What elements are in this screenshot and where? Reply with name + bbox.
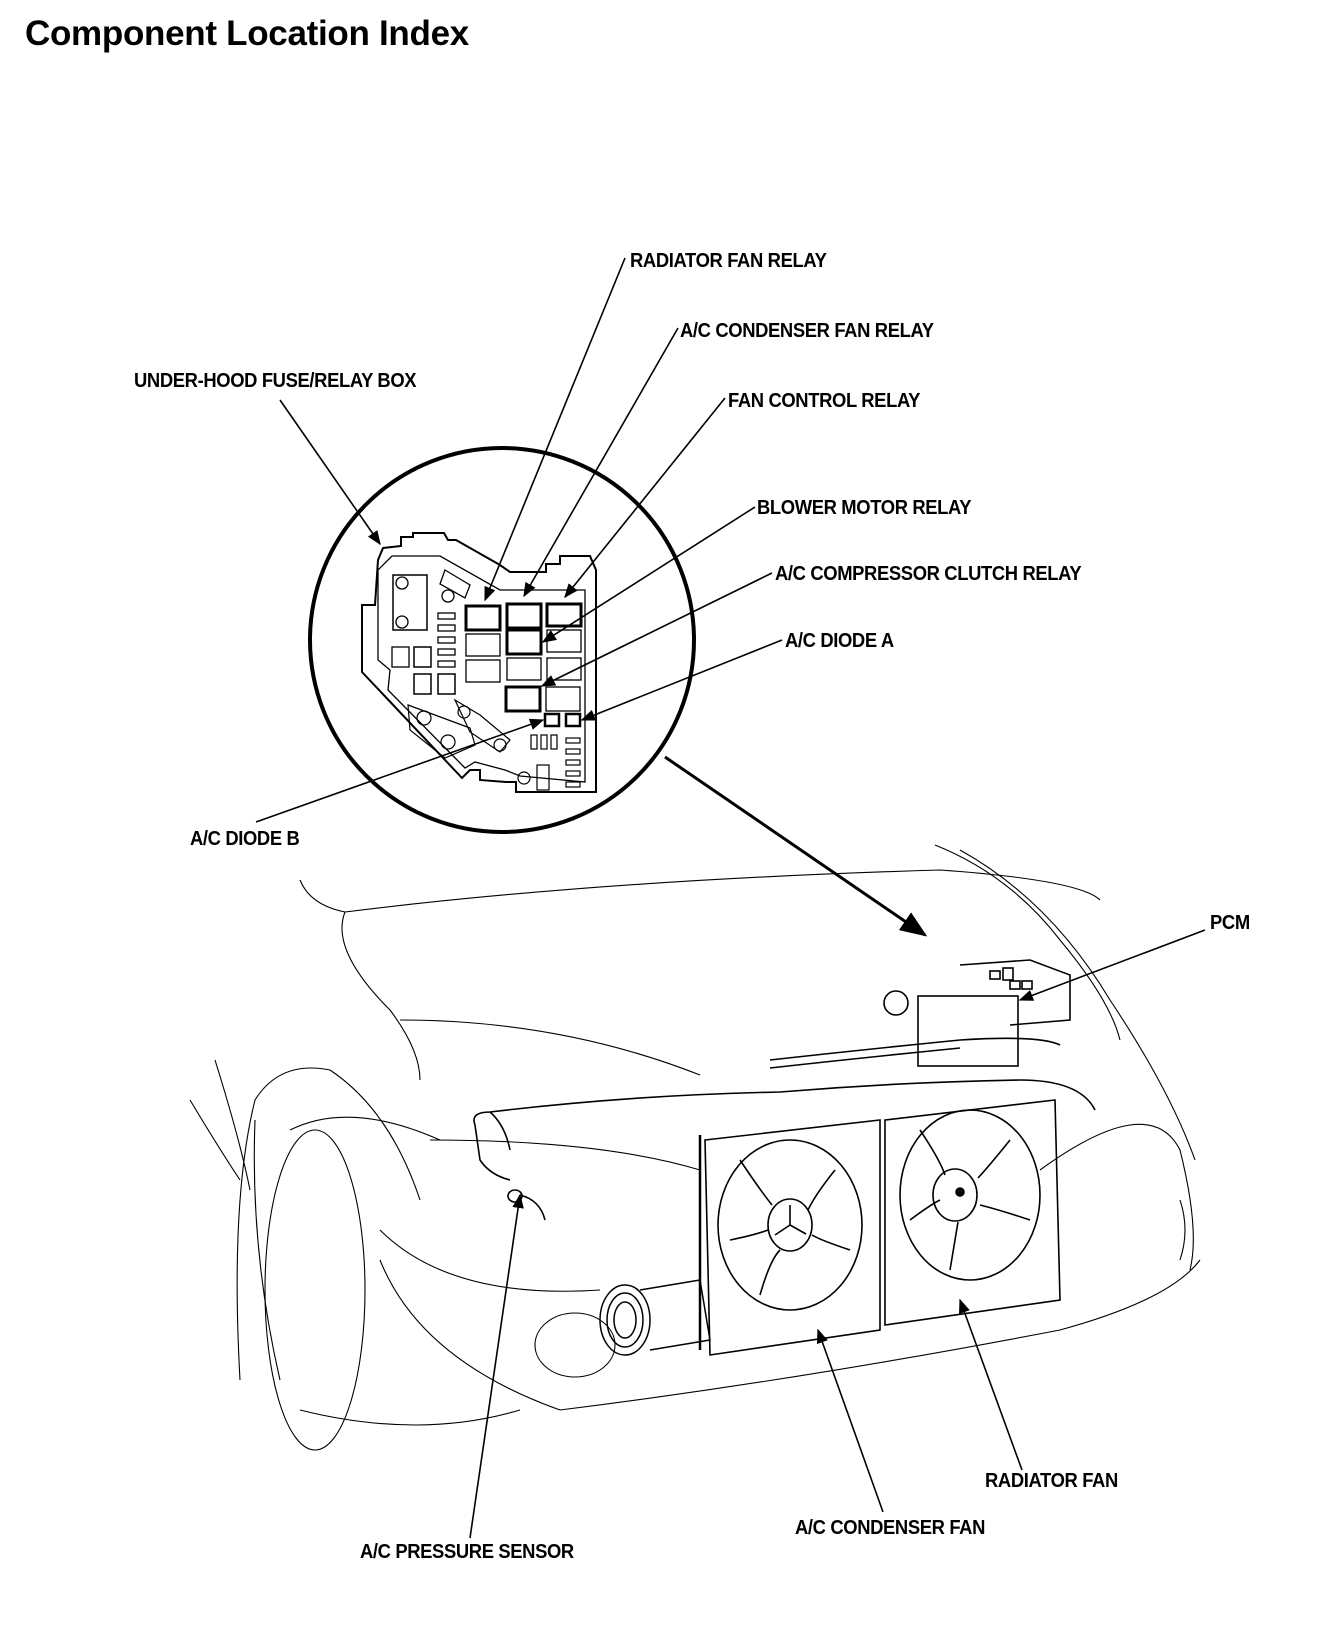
label-radiator-fan-relay: RADIATOR FAN RELAY xyxy=(630,250,827,272)
ac-compressor xyxy=(599,1279,711,1356)
label-ac-condenser-fan: A/C CONDENSER FAN xyxy=(795,1517,986,1539)
ac-condenser-fan-assembly xyxy=(698,1119,881,1356)
label-ac-pressure-sensor: A/C PRESSURE SENSOR xyxy=(360,1541,574,1563)
label-blower-motor-relay: BLOWER MOTOR RELAY xyxy=(757,497,972,519)
page-title: Component Location Index xyxy=(25,14,469,53)
fuse-box-magnifier xyxy=(308,446,696,834)
label-radiator-fan: RADIATOR FAN xyxy=(985,1470,1118,1492)
label-fan-control-relay: FAN CONTROL RELAY xyxy=(728,390,921,412)
label-ac-compressor-clutch-relay: A/C COMPRESSOR CLUTCH RELAY xyxy=(775,563,1082,585)
pcm-module xyxy=(883,959,1071,1067)
ac-lines xyxy=(473,1037,1096,1221)
radiator-fan-assembly xyxy=(884,1099,1061,1326)
label-ac-condenser-fan-relay: A/C CONDENSER FAN RELAY xyxy=(680,320,934,342)
label-under-hood-fuse-relay-box: UNDER-HOOD FUSE/RELAY BOX xyxy=(134,370,417,392)
label-ac-diode-b: A/C DIODE B xyxy=(190,828,300,850)
label-ac-diode-a: A/C DIODE A xyxy=(785,630,894,652)
vehicle-front-drawing xyxy=(189,844,1201,1451)
leader-lines xyxy=(255,257,1206,1539)
label-pcm: PCM xyxy=(1210,912,1250,934)
